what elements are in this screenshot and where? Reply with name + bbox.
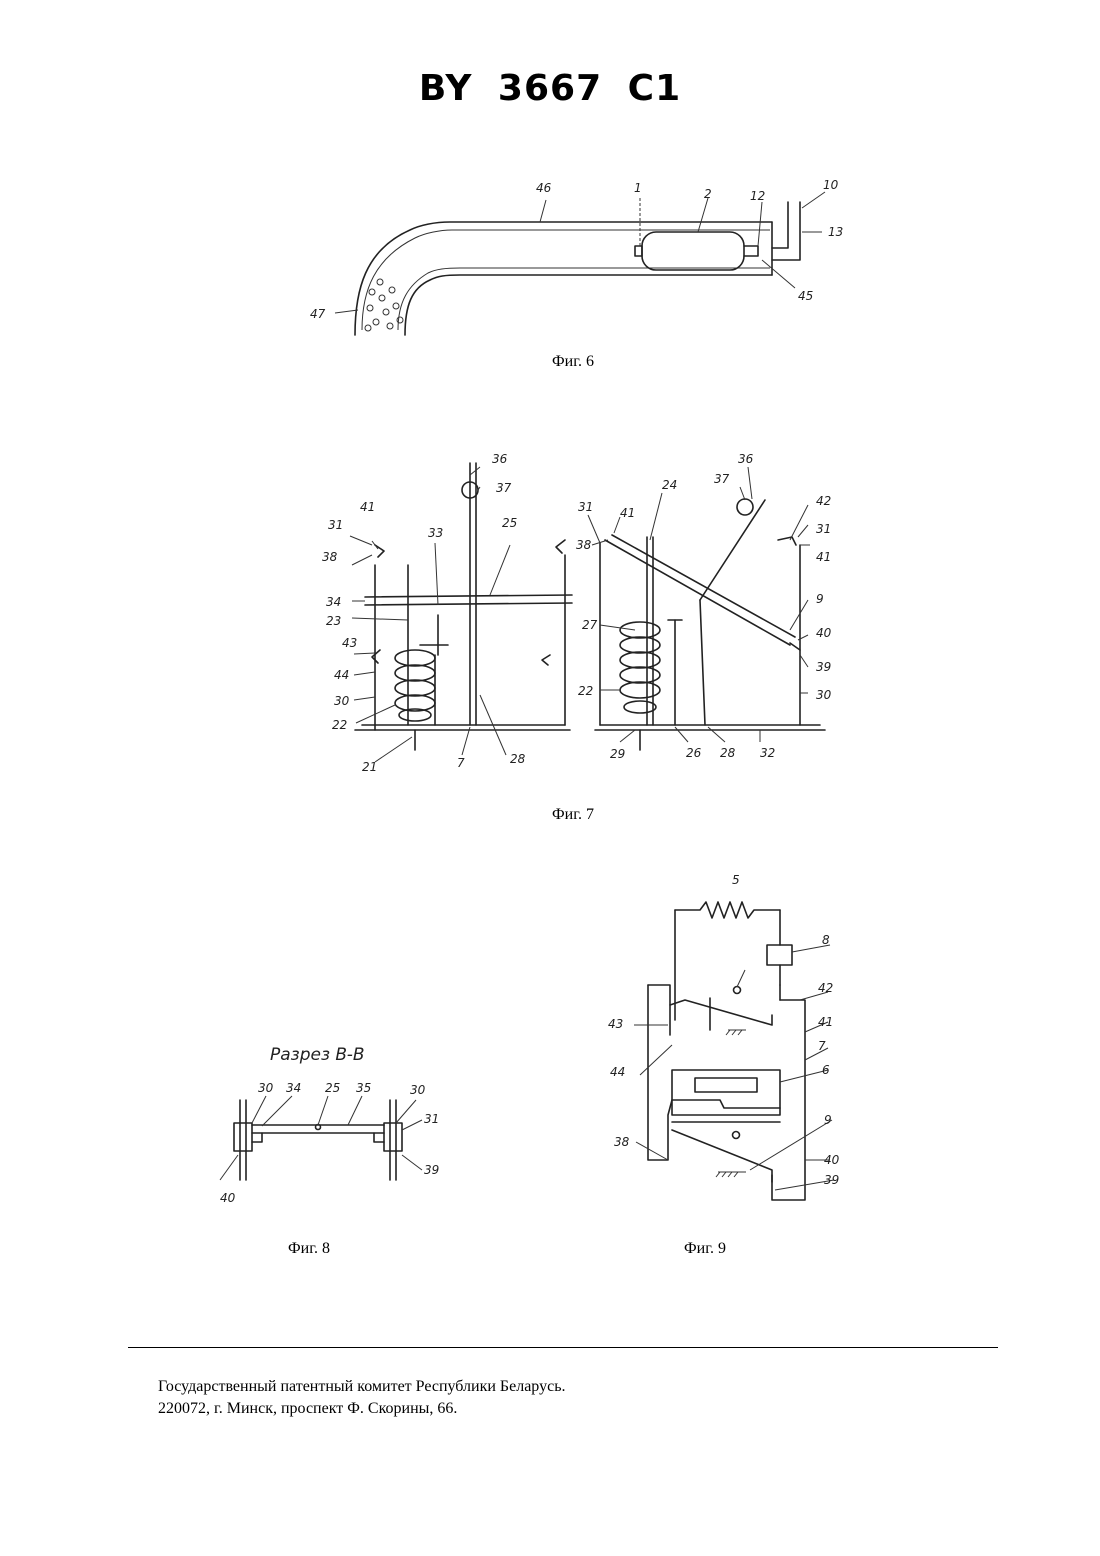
fig8-label-31: 31 bbox=[424, 1112, 439, 1126]
fig8-label-34: 34 bbox=[286, 1081, 301, 1095]
figure-7-caption: Фиг. 7 bbox=[552, 806, 594, 824]
fig7-label-36-right: 36 bbox=[738, 452, 754, 466]
fig9-label-8: 8 bbox=[822, 933, 830, 947]
footer-org-line: Государственный патентный комитет Респуб… bbox=[158, 1376, 566, 1398]
fig7-label-38-left: 38 bbox=[322, 550, 338, 564]
fig8-label-30-left: 30 bbox=[258, 1081, 274, 1095]
figure-6-drawing: 46 1 2 12 10 13 45 47 bbox=[300, 170, 860, 350]
fig7-label-28-left: 28 bbox=[510, 752, 526, 766]
figure-8-drawing: Разрез B-B 30 34 25 35 30 31 39 40 bbox=[200, 1030, 460, 1215]
fig7-label-30-right: 30 bbox=[816, 688, 832, 702]
figure-6-caption: Фиг. 6 bbox=[552, 353, 594, 371]
fig7-label-40: 40 bbox=[816, 626, 832, 640]
fig7-label-41-right: 41 bbox=[816, 550, 831, 564]
fig7-label-41-mid: 41 bbox=[620, 506, 635, 520]
fig7-label-28-right: 28 bbox=[720, 746, 736, 760]
fig8-section-title: Разрез B-B bbox=[270, 1045, 365, 1065]
fig8-label-30-right: 30 bbox=[410, 1083, 426, 1097]
fig7-label-31-right: 31 bbox=[816, 522, 831, 536]
fig9-label-9: 9 bbox=[824, 1113, 832, 1127]
fig7-label-25: 25 bbox=[502, 516, 517, 530]
fig7-label-9: 9 bbox=[816, 592, 824, 606]
fig6-label-47: 47 bbox=[310, 307, 326, 321]
fig9-label-40: 40 bbox=[824, 1153, 840, 1167]
fig9-label-43: 43 bbox=[608, 1017, 623, 1031]
fig6-label-1: 1 bbox=[634, 181, 642, 195]
figure-8-caption: Фиг. 8 bbox=[288, 1240, 330, 1258]
fig9-label-44: 44 bbox=[610, 1065, 625, 1079]
fig7-label-39: 39 bbox=[816, 660, 831, 674]
fig7-label-38-mid: 38 bbox=[576, 538, 592, 552]
footer: Государственный патентный комитет Респуб… bbox=[158, 1376, 566, 1420]
fig7-label-31-mid: 31 bbox=[578, 500, 593, 514]
fig7-label-21: 21 bbox=[362, 760, 377, 774]
patent-number-header: BY 3667 C1 bbox=[0, 68, 1100, 109]
figure-9-drawing: 5 8 42 43 41 7 44 6 9 38 40 39 bbox=[600, 870, 860, 1210]
fig6-label-45: 45 bbox=[798, 289, 813, 303]
fig6-label-10: 10 bbox=[823, 178, 839, 192]
fig9-label-6: 6 bbox=[822, 1063, 830, 1077]
figure-9-caption: Фиг. 9 bbox=[684, 1240, 726, 1258]
figure-7-drawing: 36 37 33 25 31 41 38 34 23 43 44 30 22 2… bbox=[320, 445, 840, 785]
fig7-label-22-right: 22 bbox=[578, 684, 593, 698]
fig7-label-30-left: 30 bbox=[334, 694, 350, 708]
footer-address-line: 220072, г. Минск, проспект Ф. Скорины, 6… bbox=[158, 1398, 566, 1420]
fig6-label-46: 46 bbox=[536, 181, 552, 195]
fig7-label-36-left: 36 bbox=[492, 452, 508, 466]
fig7-label-33: 33 bbox=[428, 526, 443, 540]
fig7-label-41-left: 41 bbox=[360, 500, 375, 514]
fig6-label-12: 12 bbox=[750, 189, 765, 203]
fig7-label-43: 43 bbox=[342, 636, 357, 650]
fig9-label-39: 39 bbox=[824, 1173, 839, 1187]
fig7-label-34: 34 bbox=[326, 595, 341, 609]
fig7-label-22-left: 22 bbox=[332, 718, 347, 732]
fig7-label-37-right: 37 bbox=[714, 472, 730, 486]
fig7-label-32: 32 bbox=[760, 746, 775, 760]
fig7-label-37-left: 37 bbox=[496, 481, 512, 495]
fig7-label-7: 7 bbox=[457, 756, 465, 770]
fig7-label-23: 23 bbox=[326, 614, 341, 628]
fig9-label-38: 38 bbox=[614, 1135, 630, 1149]
fig7-label-26: 26 bbox=[686, 746, 702, 760]
fig7-label-44: 44 bbox=[334, 668, 349, 682]
fig9-label-7: 7 bbox=[818, 1039, 826, 1053]
footer-divider bbox=[128, 1347, 998, 1348]
fig7-label-29: 29 bbox=[610, 747, 625, 761]
fig8-label-40: 40 bbox=[220, 1191, 236, 1205]
fig7-label-24: 24 bbox=[662, 478, 677, 492]
fig8-label-35: 35 bbox=[356, 1081, 371, 1095]
fig9-label-42: 42 bbox=[818, 981, 833, 995]
fig9-label-5: 5 bbox=[732, 873, 740, 887]
fig9-label-41: 41 bbox=[818, 1015, 833, 1029]
fig7-label-42: 42 bbox=[816, 494, 831, 508]
fig6-label-2: 2 bbox=[704, 187, 712, 201]
fig8-label-39: 39 bbox=[424, 1163, 439, 1177]
fig8-label-25: 25 bbox=[325, 1081, 340, 1095]
fig7-label-27: 27 bbox=[582, 618, 598, 632]
fig6-label-13: 13 bbox=[828, 225, 843, 239]
fig7-label-31-left: 31 bbox=[328, 518, 343, 532]
